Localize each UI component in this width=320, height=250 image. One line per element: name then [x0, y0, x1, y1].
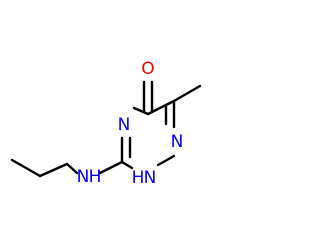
amine-hydrogen-label: H — [89, 167, 102, 187]
ring-nitrogen-2-hydrogen-label: H — [132, 168, 145, 188]
oxygen-label: O — [141, 59, 154, 79]
bond-n2-c3 — [120, 160, 134, 170]
bond-ch2-ch3 — [10, 158, 42, 178]
bond-ch2-ch2 — [38, 162, 69, 178]
ring-nitrogen-1-label: N — [171, 132, 184, 152]
bond-n1-n2 — [156, 154, 176, 167]
amine-nitrogen-label: N — [77, 167, 90, 187]
ring-nitrogen-4-label: N — [118, 115, 131, 135]
bond-nh-ch2 — [65, 162, 79, 175]
bond-c3-nh — [98, 160, 124, 175]
bond-c6-methyl — [172, 84, 202, 103]
molecule-structure-diagram: O N N H N N H — [10, 59, 202, 188]
ring-nitrogen-2-label: N — [144, 168, 157, 188]
bond-n4-c5 — [132, 106, 150, 116]
